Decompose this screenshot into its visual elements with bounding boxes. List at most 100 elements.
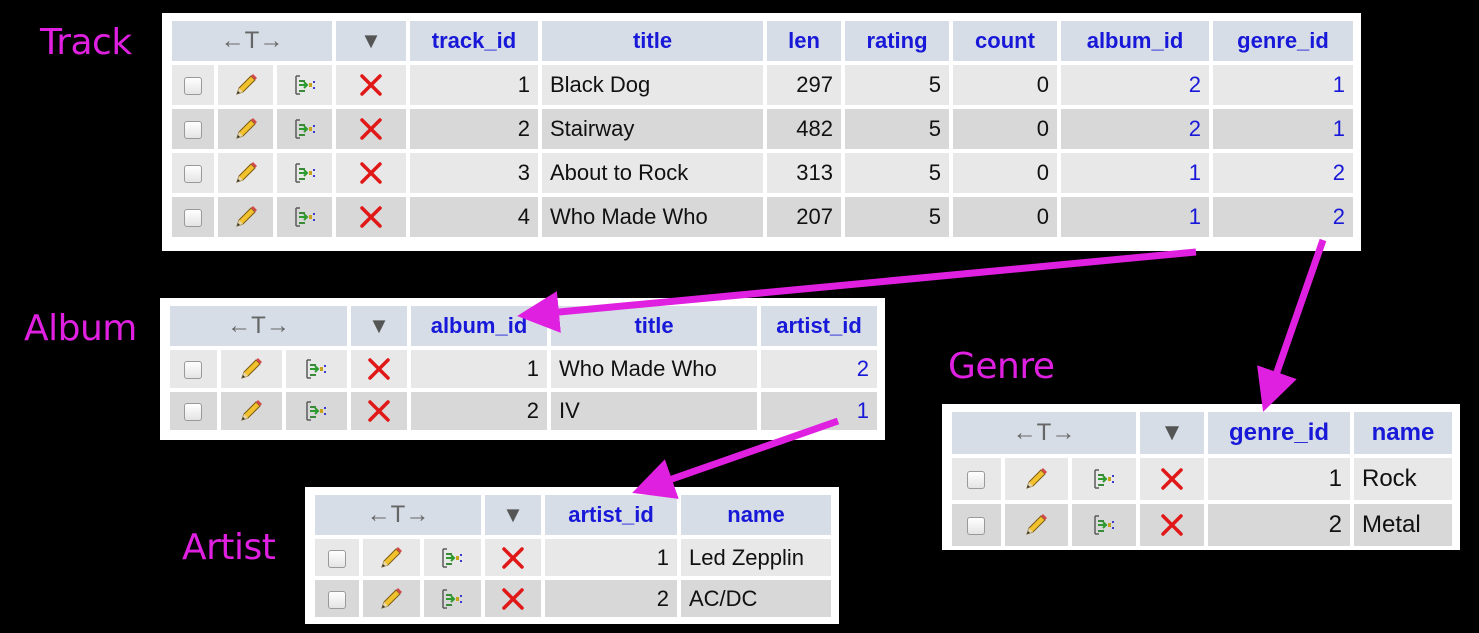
copy-row-icon[interactable] [277,197,332,237]
header-nav[interactable]: ←T→ [172,21,332,61]
cell-artist_id: 2 [545,580,677,617]
edit-pencil-icon[interactable] [220,350,282,388]
cell-count: 0 [953,197,1057,237]
edit-pencil-icon[interactable] [362,580,420,617]
cell-artist_id[interactable]: 1 [761,392,877,430]
header-nav[interactable]: ←T→ [170,306,347,346]
track-table: ←T→ ▼ track_id title len rating count al… [168,17,1357,241]
cell-len: 482 [767,109,841,149]
row-checkbox[interactable] [172,65,215,105]
cell-count: 0 [953,153,1057,193]
header-menu[interactable]: ▼ [336,21,406,61]
cell-name: Led Zepplin [681,539,831,576]
album-label: Album [24,308,137,349]
edit-pencil-icon[interactable] [218,65,273,105]
edit-pencil-icon[interactable] [1004,458,1069,500]
delete-x-icon[interactable] [1140,504,1204,546]
copy-row-icon[interactable] [277,65,332,105]
delete-x-icon[interactable] [485,539,541,576]
copy-row-icon[interactable] [1072,458,1136,500]
delete-x-icon[interactable] [351,350,407,388]
arrow-album-fk [517,248,1197,333]
cell-genre_id[interactable]: 2 [1213,153,1353,193]
cell-track_id: 4 [410,197,538,237]
col-genre_id[interactable]: genre_id [1213,21,1353,61]
row-checkbox[interactable] [315,539,359,576]
copy-row-icon[interactable] [285,350,347,388]
delete-x-icon[interactable] [485,580,541,617]
row-checkbox[interactable] [172,109,215,149]
row-checkbox[interactable] [172,197,215,237]
cell-genre_id[interactable]: 1 [1213,109,1353,149]
cell-rating: 5 [845,153,949,193]
row-checkbox[interactable] [952,458,1001,500]
col-artist_id[interactable]: artist_id [545,495,677,535]
col-name[interactable]: name [681,495,831,535]
cell-title: About to Rock [542,153,763,193]
col-count[interactable]: count [953,21,1057,61]
copy-row-icon[interactable] [285,392,347,430]
artist-label: Artist [182,527,276,568]
col-title[interactable]: title [542,21,763,61]
copy-row-icon[interactable] [423,580,481,617]
cell-album_id[interactable]: 2 [1061,109,1209,149]
col-genre_id[interactable]: genre_id [1208,412,1350,454]
row-checkbox[interactable] [172,153,215,193]
track-table-panel: ←T→ ▼ track_id title len rating count al… [162,13,1361,251]
edit-pencil-icon[interactable] [1004,504,1069,546]
cell-genre_id: 2 [1208,504,1350,546]
delete-x-icon[interactable] [351,392,407,430]
cell-genre_id[interactable]: 1 [1213,65,1353,105]
row-checkbox[interactable] [952,504,1001,546]
cell-len: 313 [767,153,841,193]
copy-row-icon[interactable] [277,153,332,193]
cell-title: Stairway [542,109,763,149]
cell-title: Who Made Who [542,197,763,237]
header-menu[interactable]: ▼ [485,495,541,535]
row-checkbox[interactable] [170,392,217,430]
copy-row-icon[interactable] [423,539,481,576]
header-nav[interactable]: ←T→ [952,412,1136,454]
cell-artist_id[interactable]: 2 [761,350,877,388]
col-name[interactable]: name [1354,412,1452,454]
col-artist_id[interactable]: artist_id [761,306,877,346]
cell-name: Rock [1354,458,1452,500]
delete-x-icon[interactable] [336,65,406,105]
edit-pencil-icon[interactable] [218,197,273,237]
copy-row-icon[interactable] [1072,504,1136,546]
cell-album_id[interactable]: 2 [1061,65,1209,105]
delete-x-icon[interactable] [336,109,406,149]
delete-x-icon[interactable] [336,197,406,237]
delete-x-icon[interactable] [1140,458,1204,500]
header-menu[interactable]: ▼ [351,306,407,346]
cell-genre_id[interactable]: 2 [1213,197,1353,237]
col-album_id[interactable]: album_id [1061,21,1209,61]
edit-pencil-icon[interactable] [218,153,273,193]
cell-genre_id: 1 [1208,458,1350,500]
header-menu[interactable]: ▼ [1140,412,1204,454]
col-rating[interactable]: rating [845,21,949,61]
col-track_id[interactable]: track_id [410,21,538,61]
header-nav[interactable]: ←T→ [315,495,481,535]
edit-pencil-icon[interactable] [362,539,420,576]
edit-pencil-icon[interactable] [218,109,273,149]
cell-album_id[interactable]: 1 [1061,153,1209,193]
row-checkbox[interactable] [315,580,359,617]
delete-x-icon[interactable] [336,153,406,193]
cell-album_id[interactable]: 1 [1061,197,1209,237]
col-len[interactable]: len [767,21,841,61]
row-checkbox[interactable] [170,350,217,388]
cell-count: 0 [953,109,1057,149]
edit-pencil-icon[interactable] [220,392,282,430]
copy-row-icon[interactable] [277,109,332,149]
